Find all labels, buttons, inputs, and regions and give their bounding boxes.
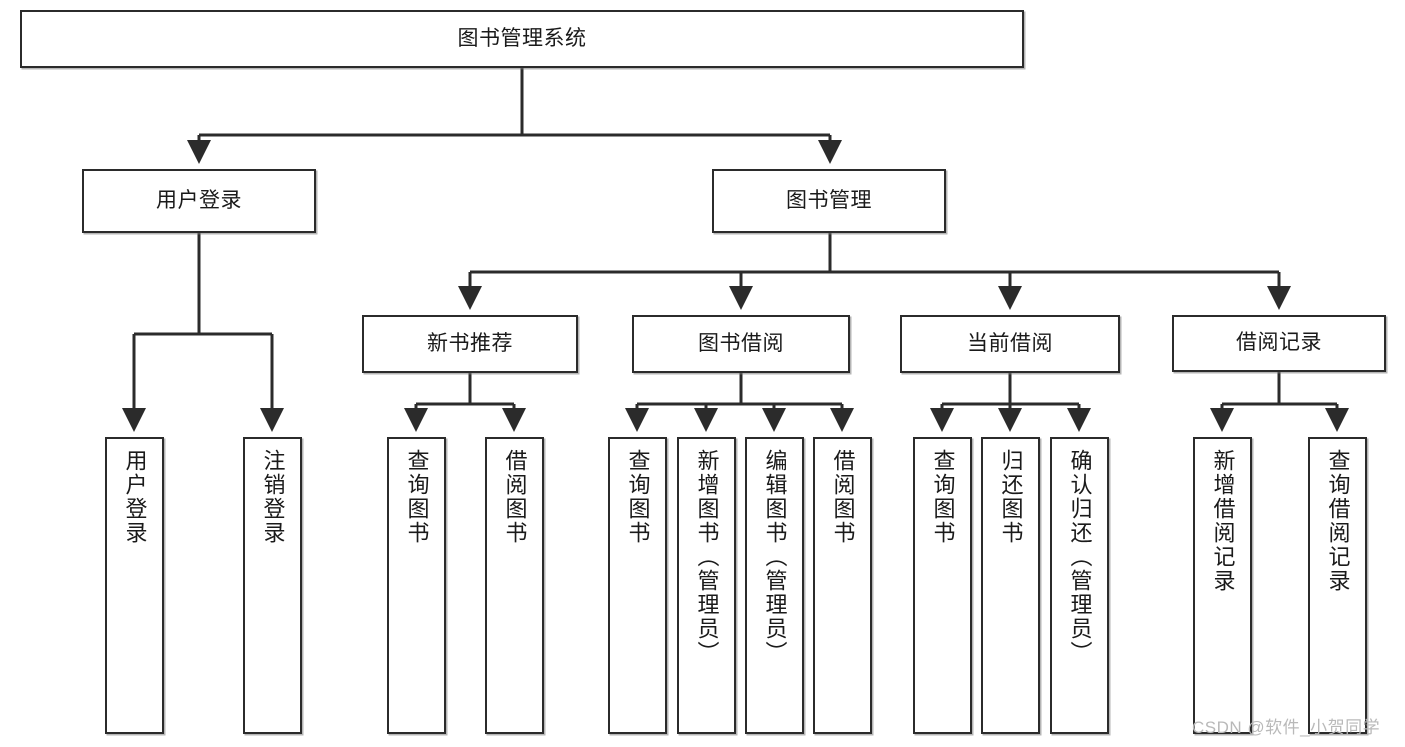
node-current-borrow-label: 当前借阅 xyxy=(967,331,1053,355)
node-leaf-add-record[interactable]: 新增借阅记录 xyxy=(1193,437,1252,734)
node-borrow-record-label: 借阅记录 xyxy=(1236,331,1322,355)
node-book-manage-label: 图书管理 xyxy=(786,188,872,212)
node-new-book-rec[interactable]: 新书推荐 xyxy=(362,315,578,373)
csdn-watermark: CSDN @软件_小贺同学 xyxy=(1192,718,1381,737)
node-leaf-return-book-label: 归还图书 xyxy=(998,449,1024,545)
node-leaf-borrow-book-2-label: 借阅图书 xyxy=(830,449,856,545)
node-leaf-query-book-1[interactable]: 查询图书 xyxy=(387,437,446,734)
node-leaf-query-record-label: 查询借阅记录 xyxy=(1325,449,1351,593)
node-leaf-query-book-1-label: 查询图书 xyxy=(404,449,430,545)
node-leaf-borrow-book-1-label: 借阅图书 xyxy=(502,449,528,545)
node-leaf-user-login[interactable]: 用户登录 xyxy=(105,437,164,734)
node-leaf-query-book-3-label: 查询图书 xyxy=(930,449,956,545)
node-leaf-user-logout-label: 注销登录 xyxy=(260,449,286,545)
node-leaf-edit-book-label: 编辑图书（管理员） xyxy=(762,449,788,665)
node-leaf-user-login-label: 用户登录 xyxy=(122,449,148,545)
node-leaf-return-book[interactable]: 归还图书 xyxy=(981,437,1040,734)
node-root-label: 图书管理系统 xyxy=(457,26,587,50)
node-leaf-add-record-label: 新增借阅记录 xyxy=(1210,449,1236,593)
node-leaf-add-book[interactable]: 新增图书（管理员） xyxy=(677,437,736,734)
node-book-borrow[interactable]: 图书借阅 xyxy=(632,315,850,373)
node-leaf-borrow-book-2[interactable]: 借阅图书 xyxy=(813,437,872,734)
node-leaf-add-book-label: 新增图书（管理员） xyxy=(694,449,720,665)
node-leaf-user-logout[interactable]: 注销登录 xyxy=(243,437,302,734)
node-root[interactable]: 图书管理系统 xyxy=(20,10,1024,68)
node-leaf-query-record[interactable]: 查询借阅记录 xyxy=(1308,437,1367,734)
node-leaf-confirm-return-label: 确认归还（管理员） xyxy=(1067,449,1093,665)
node-new-book-rec-label: 新书推荐 xyxy=(427,331,513,355)
node-user-login[interactable]: 用户登录 xyxy=(82,169,316,233)
node-book-borrow-label: 图书借阅 xyxy=(698,331,784,355)
node-leaf-query-book-3[interactable]: 查询图书 xyxy=(913,437,972,734)
node-leaf-edit-book[interactable]: 编辑图书（管理员） xyxy=(745,437,804,734)
node-leaf-query-book-2[interactable]: 查询图书 xyxy=(608,437,667,734)
node-leaf-query-book-2-label: 查询图书 xyxy=(625,449,651,545)
node-current-borrow[interactable]: 当前借阅 xyxy=(900,315,1120,373)
node-borrow-record[interactable]: 借阅记录 xyxy=(1172,315,1386,372)
node-leaf-confirm-return[interactable]: 确认归还（管理员） xyxy=(1050,437,1109,734)
node-book-manage[interactable]: 图书管理 xyxy=(712,169,946,233)
node-leaf-borrow-book-1[interactable]: 借阅图书 xyxy=(485,437,544,734)
node-user-login-label: 用户登录 xyxy=(156,188,242,212)
